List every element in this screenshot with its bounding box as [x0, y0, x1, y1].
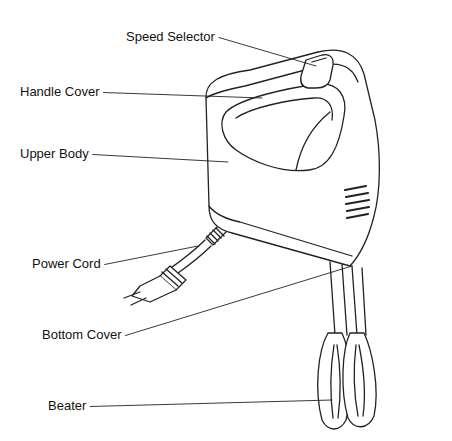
leader-line [219, 38, 316, 67]
speed-selector [301, 55, 333, 88]
power-cord [124, 226, 226, 305]
vent-slots [345, 186, 369, 218]
beater-shaft [330, 262, 347, 335]
part-label: Upper Body [20, 146, 89, 161]
leader-line [93, 155, 228, 163]
part-label: Power Cord [32, 256, 101, 271]
part-label: Beater [48, 398, 86, 413]
part-label: Handle Cover [20, 84, 100, 99]
leader-line [104, 93, 263, 99]
mixer-body [206, 50, 379, 266]
leader-lines [90, 38, 352, 407]
leader-line [90, 400, 332, 407]
part-label: Speed Selector [126, 29, 215, 44]
beater [318, 333, 376, 429]
beater-shaft [352, 266, 366, 335]
leader-line [125, 266, 352, 336]
part-label: Bottom Cover [42, 327, 121, 342]
leader-line [105, 246, 198, 265]
